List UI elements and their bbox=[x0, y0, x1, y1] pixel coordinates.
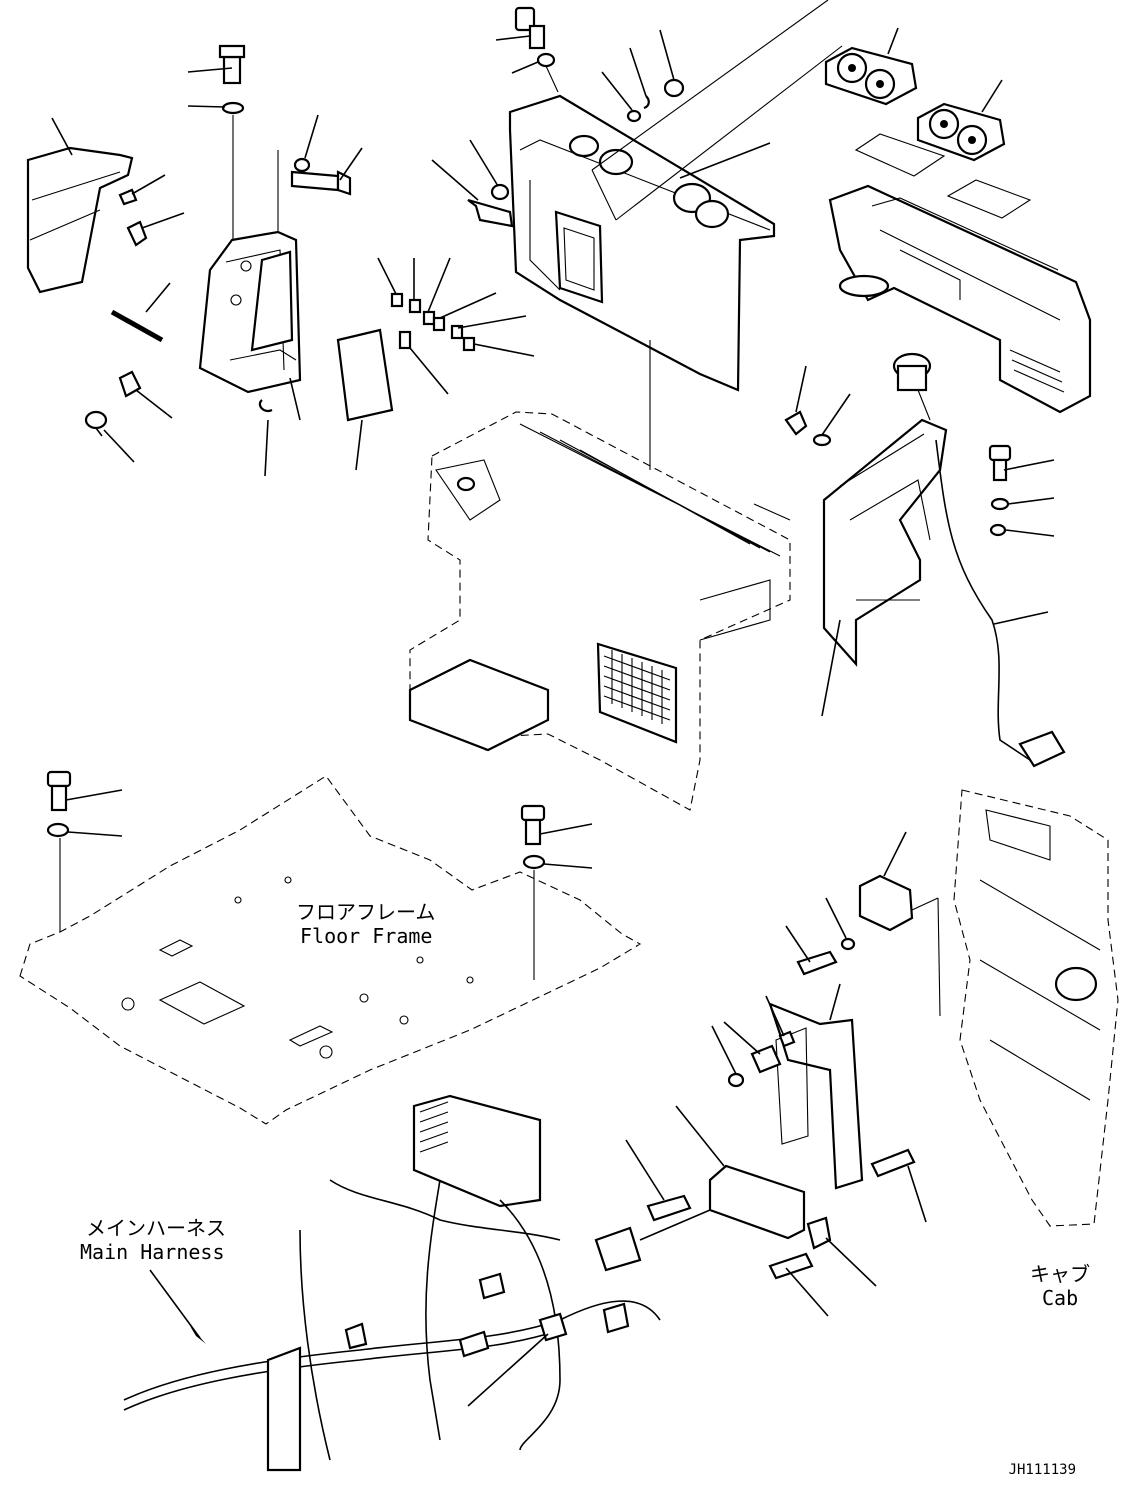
reference-line-top bbox=[591, 0, 843, 221]
cab-label-en: Cab bbox=[1042, 1286, 1079, 1310]
cable-harness bbox=[935, 439, 1066, 768]
rear-panel bbox=[508, 94, 776, 470]
top-bolt bbox=[495, 6, 559, 93]
floor-holes bbox=[121, 876, 474, 1059]
plate-bolt bbox=[625, 1139, 877, 1317]
gaskets bbox=[854, 133, 1032, 219]
floor-frame-label-en: Floor Frame bbox=[300, 924, 433, 948]
cab-reference-lines bbox=[753, 503, 920, 601]
floor-frame-label-jp: フロアフレーム bbox=[296, 900, 436, 924]
hose-fitting bbox=[431, 139, 514, 228]
bolt-stack-left bbox=[187, 44, 246, 340]
side-cover-part bbox=[26, 117, 134, 294]
overhead-console bbox=[828, 184, 1092, 414]
console-frame bbox=[408, 411, 791, 811]
clip-set bbox=[377, 257, 535, 395]
small-clip-part bbox=[118, 174, 185, 247]
mount-bracket bbox=[711, 983, 927, 1223]
floor-frame bbox=[19, 775, 642, 1125]
grommet-washer bbox=[784, 365, 851, 447]
drawing-code: JH111139 bbox=[1008, 1462, 1076, 1478]
clamp-and-rivet bbox=[84, 370, 273, 477]
long-pin bbox=[110, 282, 171, 343]
cab-label-jp: キャブ bbox=[1030, 1262, 1090, 1286]
main-harness bbox=[123, 1094, 661, 1472]
flange-bolt bbox=[290, 114, 363, 196]
main-harness-label-jp: メインハーネス bbox=[86, 1216, 226, 1240]
relay-bolt bbox=[785, 897, 856, 976]
main-harness-label-en: Main Harness bbox=[80, 1240, 225, 1264]
nut-washers bbox=[601, 29, 685, 123]
pillar-trim bbox=[821, 418, 948, 717]
cab-wall bbox=[953, 789, 1119, 1227]
cover-plate bbox=[336, 328, 394, 471]
power-socket bbox=[892, 352, 932, 421]
floor-bolt-left bbox=[46, 770, 123, 932]
speaker-left bbox=[824, 27, 918, 106]
bracket-part bbox=[198, 150, 302, 421]
lower-plate bbox=[639, 1105, 806, 1241]
speaker-right bbox=[916, 79, 1006, 162]
relay-block bbox=[858, 831, 941, 1017]
right-bolt-stack bbox=[988, 444, 1055, 537]
floor-bolt-center bbox=[520, 804, 593, 980]
